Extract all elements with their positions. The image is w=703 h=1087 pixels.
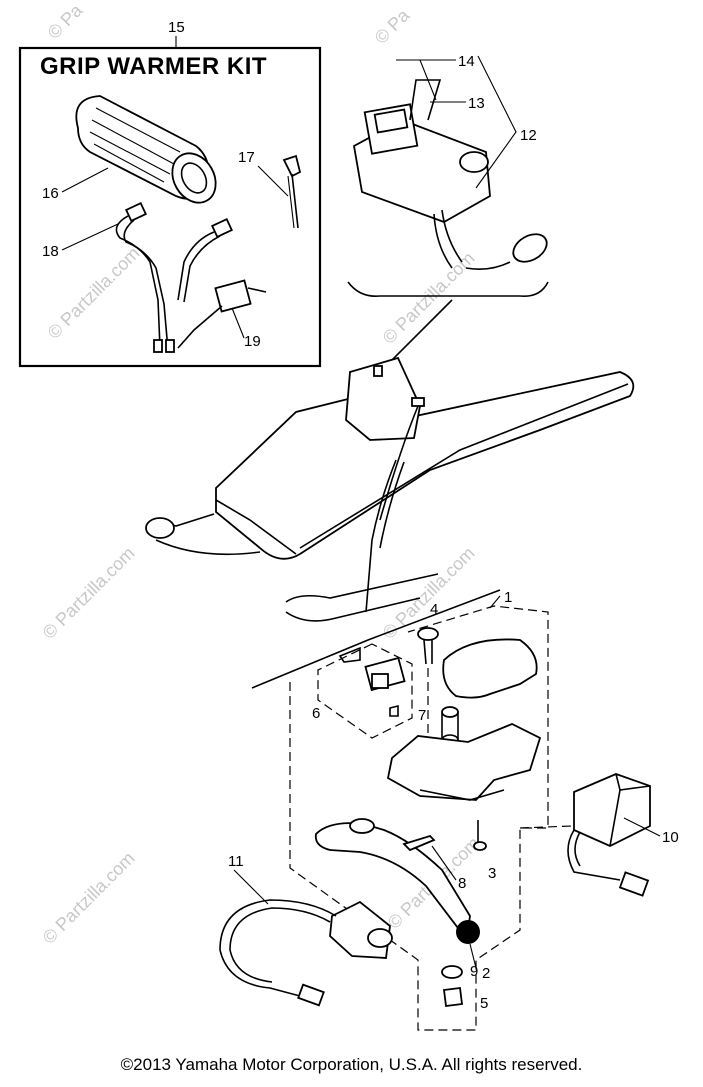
callout-3: 3	[488, 865, 496, 882]
callout-19: 19	[244, 333, 261, 350]
divider-line	[251, 589, 501, 689]
throttle-lever-illustration	[314, 818, 480, 944]
callout-12: 12	[520, 127, 537, 144]
callout-17: 17	[238, 149, 255, 166]
callout-10: 10	[662, 829, 679, 846]
grip-heater-illustration	[75, 95, 217, 204]
watermark: © Pa	[44, 0, 87, 43]
watermark: © Partzilla.com	[379, 248, 479, 348]
callout-15: 15	[168, 19, 185, 36]
cable-tie-illustration	[282, 154, 302, 229]
grip-warmer-kit-panel: GRIP WARMER KIT 15 16 17	[18, 19, 322, 368]
nut-5-illustration	[442, 986, 464, 1008]
callout-16: 16	[42, 185, 59, 202]
callout-18: 18	[42, 243, 59, 260]
lever-cover-illustration	[442, 638, 538, 699]
washer-9-illustration	[441, 965, 463, 979]
kit-title: GRIP WARMER KIT	[40, 53, 267, 80]
callout-7: 7	[418, 707, 426, 724]
throttle-sensor-illustration	[219, 899, 393, 1007]
copyright-footer: ©2013 Yamaha Motor Corporation, U.S.A. A…	[120, 1055, 583, 1074]
callout-11: 11	[228, 853, 244, 870]
lever-bracket-illustration	[386, 723, 542, 801]
unit-10-illustration	[519, 773, 651, 897]
callout-9: 9	[470, 963, 478, 980]
screw-3-illustration	[473, 820, 487, 851]
subassembly-boundary	[317, 643, 413, 739]
assembly-boundary	[289, 605, 549, 1031]
callout-4: 4	[430, 601, 438, 618]
callout-8: 8	[458, 875, 466, 892]
callout-6: 6	[312, 705, 320, 722]
switch-part-6-illustration	[338, 646, 406, 717]
callout-1: 1	[504, 589, 512, 606]
callout-2: 2	[482, 965, 490, 982]
inset-bracket	[347, 281, 549, 298]
watermark: © Partzilla.com	[39, 543, 139, 643]
watermark: © Pa	[371, 5, 414, 48]
callout-13: 13	[468, 95, 485, 112]
switch-housing-illustration	[353, 59, 548, 270]
callout-5: 5	[480, 995, 488, 1012]
watermark: © Partzilla.com	[39, 848, 139, 948]
callout-14: 14	[458, 53, 475, 70]
snowmobile-illustration	[145, 356, 635, 622]
screw-8-illustration	[402, 834, 436, 852]
wire-harness-illustration	[115, 201, 267, 353]
